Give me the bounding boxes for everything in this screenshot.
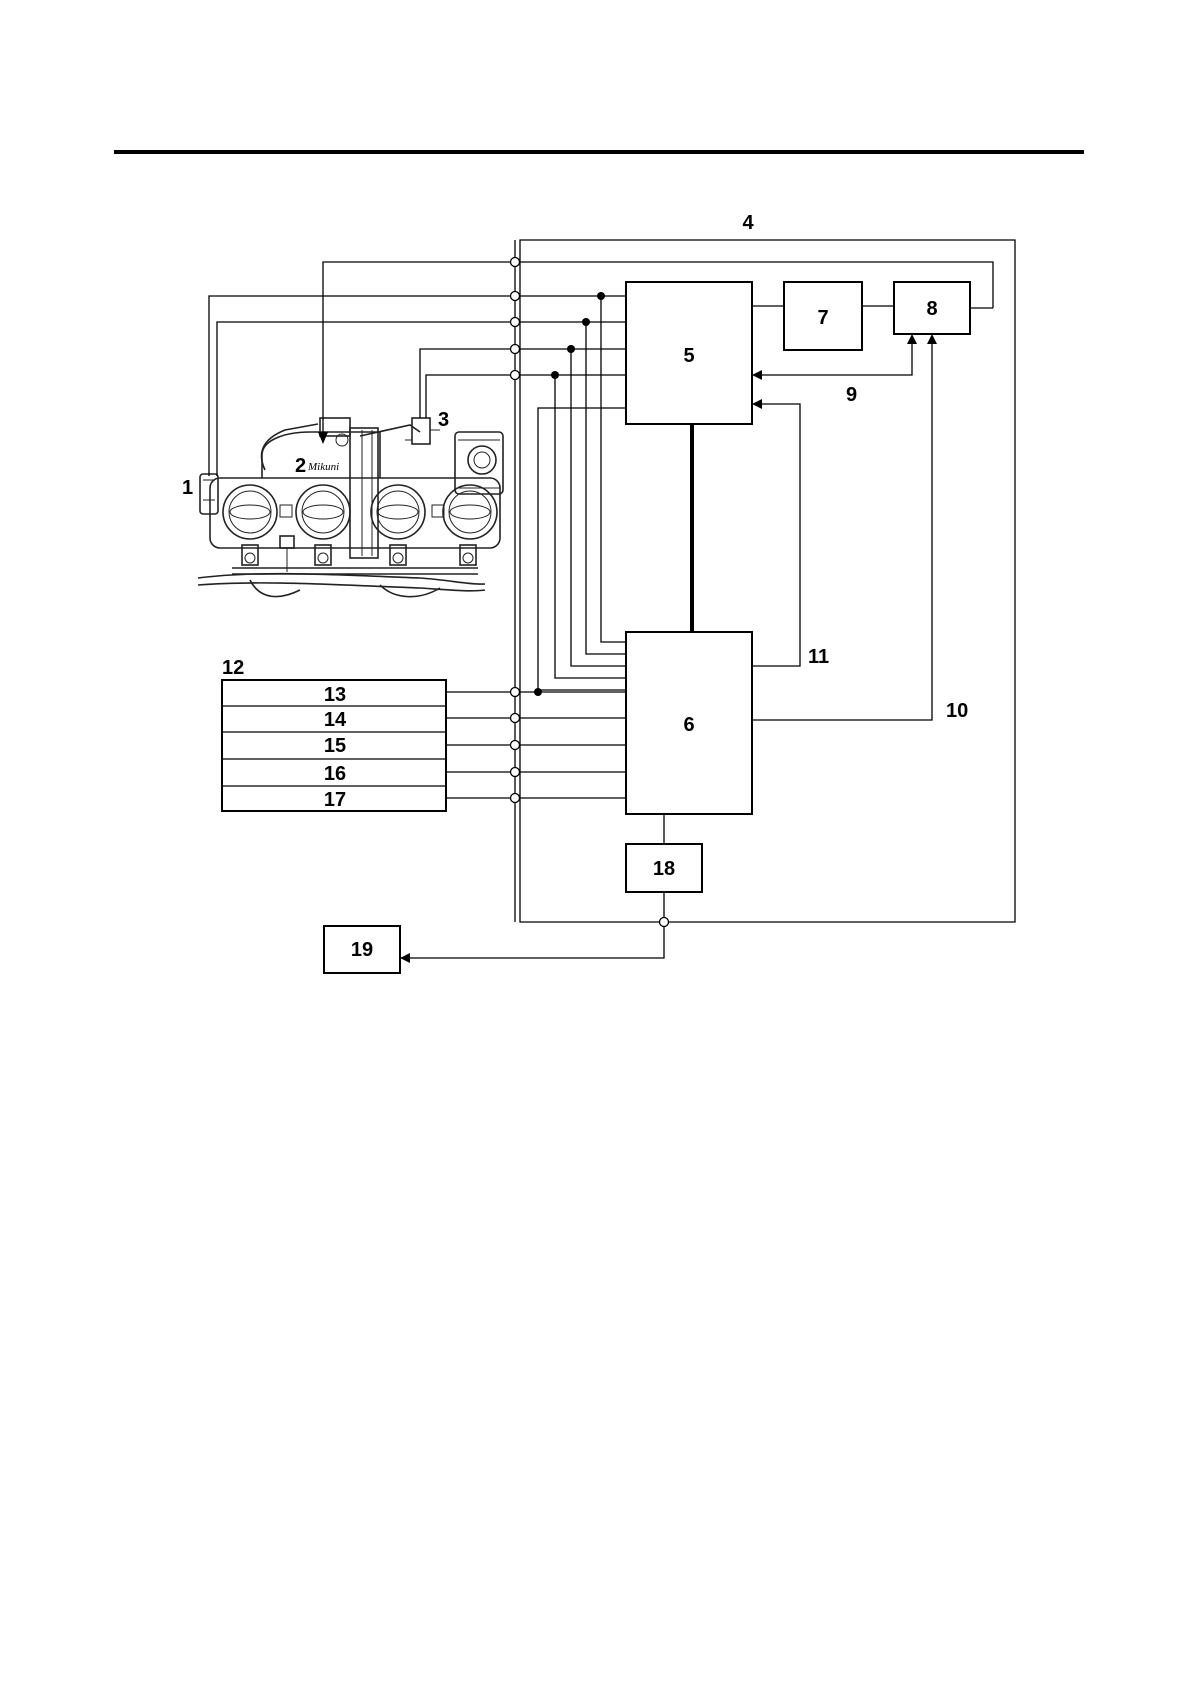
svg-text:6: 6 [683, 714, 694, 736]
input-row-14: 14 [324, 709, 347, 731]
callout-11: 11 [808, 646, 829, 668]
callout-2: 2 [295, 455, 306, 477]
brand-mark: Mikuni [307, 461, 339, 473]
svg-text:8: 8 [926, 298, 937, 320]
callout-4: 4 [742, 212, 754, 234]
svg-text:5: 5 [683, 345, 694, 367]
input-row-17: 17 [324, 789, 346, 811]
svg-text:7: 7 [817, 307, 828, 329]
svg-text:18: 18 [653, 858, 675, 880]
input-row-13: 13 [324, 684, 346, 706]
svg-text:19: 19 [351, 939, 373, 961]
box-18: 18 [626, 844, 702, 892]
input-row-15: 15 [324, 735, 346, 757]
box-8: 8 [894, 282, 970, 334]
throttle-body-illustration: Mikuni [198, 418, 503, 597]
input-block-12: 13 14 15 16 17 [222, 680, 446, 811]
callout-10: 10 [946, 700, 968, 722]
box-6: 6 [626, 632, 752, 814]
input-row-16: 16 [324, 763, 346, 785]
box-19: 19 [324, 926, 400, 973]
callout-9: 9 [846, 384, 857, 406]
callout-3: 3 [438, 409, 449, 431]
callout-12: 12 [222, 657, 244, 679]
callout-1: 1 [182, 477, 193, 499]
frame-4-outline [520, 240, 1015, 922]
box-5: 5 [626, 282, 752, 424]
wiring [209, 240, 993, 963]
box-7: 7 [784, 282, 862, 350]
